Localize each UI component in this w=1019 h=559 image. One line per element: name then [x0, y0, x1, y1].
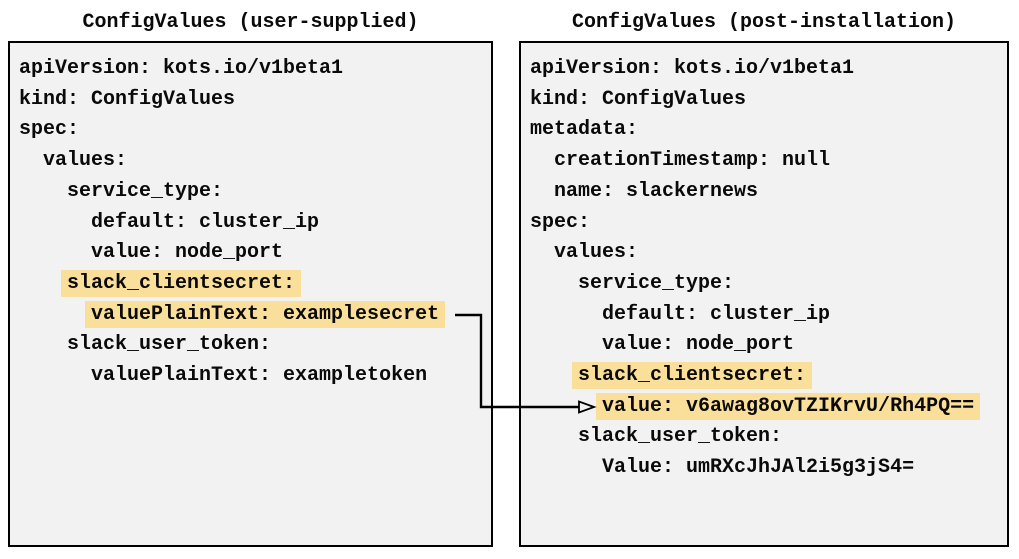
code-line: default: cluster_ip	[19, 208, 491, 239]
left-panel-title: ConfigValues (user-supplied)	[82, 11, 419, 34]
code-line: service_type:	[530, 269, 1007, 300]
code-line: apiVersion: kots.io/v1beta1	[19, 54, 491, 85]
highlighted-code-text: slack_clientsecret:	[572, 362, 813, 390]
code-text: service_type:	[67, 179, 224, 203]
code-indent	[19, 364, 91, 387]
code-line: value: v6awag8ovTZIKrvU/Rh4PQ==	[530, 392, 1007, 423]
code-line: Value: umRXcJhJAl2i5g3jS4=	[530, 453, 1007, 484]
right-code-panel: apiVersion: kots.io/v1beta1 kind: ConfigV…	[519, 41, 1009, 547]
code-line: valuePlainText: examplesecret	[19, 300, 491, 331]
code-line: apiVersion: kots.io/v1beta1	[530, 54, 1007, 85]
code-text: metadata:	[530, 118, 639, 142]
code-indent	[530, 303, 602, 326]
code-indent	[19, 149, 43, 172]
code-line: kind: ConfigValues	[530, 85, 1007, 116]
code-line: spec:	[19, 115, 491, 146]
right-code-body: apiVersion: kots.io/v1beta1 kind: ConfigV…	[521, 43, 1007, 484]
code-indent	[530, 395, 602, 418]
code-indent	[19, 272, 67, 295]
code-indent	[530, 333, 602, 356]
code-text: values:	[43, 149, 128, 173]
code-text: spec:	[530, 210, 591, 234]
code-line: slack_user_token:	[19, 330, 491, 361]
code-text: creationTimestamp: null	[554, 149, 831, 173]
code-indent	[19, 241, 91, 264]
code-text: apiVersion: kots.io/v1beta1	[530, 57, 855, 80]
code-line: slack_user_token:	[530, 422, 1007, 453]
code-line: valuePlainText: exampletoken	[19, 361, 491, 392]
code-line: metadata:	[530, 115, 1007, 146]
code-line: slack_clientsecret:	[19, 269, 491, 300]
highlighted-code-text: value: v6awag8ovTZIKrvU/Rh4PQ==	[596, 392, 981, 420]
code-indent	[530, 364, 578, 387]
code-text: value: node_port	[91, 241, 284, 265]
code-text: service_type:	[578, 271, 735, 295]
code-text: default: cluster_ip	[91, 210, 320, 234]
code-text: slack_user_token:	[578, 425, 783, 449]
code-line: value: node_port	[530, 330, 1007, 361]
code-text: slack_user_token:	[67, 333, 272, 357]
code-indent	[530, 241, 554, 264]
code-line: value: node_port	[19, 238, 491, 269]
code-line: service_type:	[19, 177, 491, 208]
code-line: values:	[530, 238, 1007, 269]
code-text: values:	[554, 241, 639, 265]
code-text: default: cluster_ip	[602, 302, 831, 326]
code-line: creationTimestamp: null	[530, 146, 1007, 177]
code-text: name: slackernews	[554, 179, 759, 203]
code-text: spec:	[19, 118, 80, 142]
code-indent	[530, 425, 578, 448]
code-line: spec:	[530, 208, 1007, 239]
code-line: values:	[19, 146, 491, 177]
code-indent	[19, 211, 91, 234]
code-line: kind: ConfigValues	[19, 85, 491, 116]
highlighted-code-text: valuePlainText: examplesecret	[85, 300, 446, 328]
highlighted-code-text: slack_clientsecret:	[61, 269, 302, 297]
code-indent	[530, 272, 578, 295]
code-indent	[19, 303, 91, 326]
code-indent	[19, 180, 67, 203]
code-indent	[530, 149, 554, 172]
code-line: slack_clientsecret:	[530, 361, 1007, 392]
code-text: Value: umRXcJhJAl2i5g3jS4=	[602, 456, 915, 480]
code-text: valuePlainText: exampletoken	[91, 364, 428, 388]
right-panel-title: ConfigValues (post-installation)	[571, 11, 957, 34]
left-code-panel: apiVersion: kots.io/v1beta1 kind: ConfigV…	[8, 41, 493, 547]
code-line: default: cluster_ip	[530, 300, 1007, 331]
code-text: kind: ConfigValues	[530, 87, 747, 111]
code-text: value: node_port	[602, 333, 795, 357]
code-indent	[530, 180, 554, 203]
code-line: name: slackernews	[530, 177, 1007, 208]
left-code-body: apiVersion: kots.io/v1beta1 kind: ConfigV…	[10, 43, 491, 392]
code-indent	[530, 456, 602, 479]
code-indent	[19, 333, 67, 356]
code-text: kind: ConfigValues	[19, 87, 236, 111]
code-text: apiVersion: kots.io/v1beta1	[19, 57, 344, 80]
